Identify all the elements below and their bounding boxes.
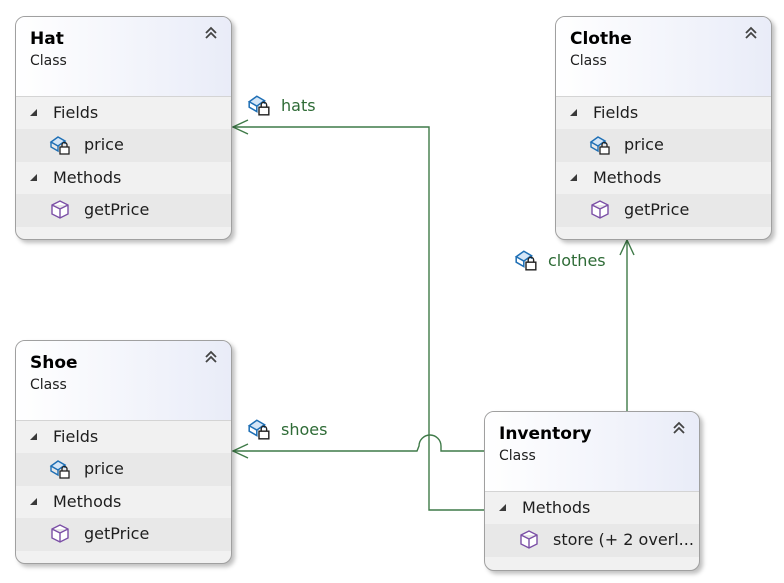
method-cube-icon [51,524,69,543]
section-label: Methods [593,168,662,187]
method-item[interactable]: getPrice [556,194,771,227]
hats-arrowhead [231,119,249,135]
class-stereotype: Class [30,53,67,69]
collapse-icon[interactable] [203,349,219,365]
class-inventory[interactable]: Inventory Class Methods store (+ 2 overl… [484,411,700,571]
class-name: Hat [30,29,64,49]
fields-section[interactable]: Fields [16,421,231,453]
method-cube-icon [520,530,538,549]
field-lock-icon [514,250,537,271]
field-name: price [84,459,124,478]
expand-triangle-icon [570,109,577,116]
expand-triangle-icon [30,174,37,181]
fields-section[interactable]: Fields [16,97,231,129]
field-lock-icon [49,136,70,155]
class-stereotype: Class [30,377,67,393]
field-lock-icon [589,136,610,155]
class-header: Inventory Class [485,412,699,492]
field-lock-icon [49,460,70,479]
association-label: hats [281,96,316,115]
method-cube-icon [51,200,69,219]
method-item[interactable]: store (+ 2 overl... [485,524,699,557]
section-label: Fields [53,427,99,446]
class-clothe[interactable]: Clothe Class Fields price Methods getPri… [555,16,772,240]
field-lock-icon [247,95,270,116]
expand-triangle-icon [30,109,37,116]
expand-triangle-icon [570,174,577,181]
class-name: Shoe [30,353,78,373]
section-label: Methods [522,498,591,517]
collapse-icon[interactable] [743,25,759,41]
method-cube-icon [591,200,609,219]
hats-connector [233,126,484,511]
field-item[interactable]: price [16,453,231,486]
expand-triangle-icon [30,498,37,505]
expand-triangle-icon [30,433,37,440]
class-header: Shoe Class [16,341,231,421]
shoes-arrowhead [231,443,249,459]
collapse-icon[interactable] [671,420,687,436]
fields-section[interactable]: Fields [556,97,771,129]
section-label: Methods [53,168,122,187]
section-label: Fields [53,103,99,122]
methods-section[interactable]: Methods [556,162,771,194]
field-lock-icon [247,419,270,440]
method-name: getPrice [84,524,150,543]
class-header: Clothe Class [556,17,771,97]
class-stereotype: Class [499,448,536,464]
methods-section[interactable]: Methods [16,486,231,518]
methods-section[interactable]: Methods [16,162,231,194]
clothes-arrowhead [619,238,635,256]
expand-triangle-icon [499,504,506,511]
class-shoe[interactable]: Shoe Class Fields price Methods getPrice [15,340,232,564]
class-header: Hat Class [16,17,231,97]
class-hat[interactable]: Hat Class Fields price Methods getPrice [15,16,232,240]
class-stereotype: Class [570,53,607,69]
section-label: Methods [53,492,122,511]
method-name: getPrice [84,200,150,219]
class-name: Inventory [499,424,592,444]
field-item[interactable]: price [16,129,231,162]
method-item[interactable]: getPrice [16,518,231,551]
method-name: getPrice [624,200,690,219]
shoes-connector [233,434,484,452]
section-label: Fields [593,103,639,122]
association-label: shoes [281,420,328,439]
field-name: price [624,135,664,154]
collapse-icon[interactable] [203,25,219,41]
field-item[interactable]: price [556,129,771,162]
class-name: Clothe [570,29,632,49]
method-item[interactable]: getPrice [16,194,231,227]
field-name: price [84,135,124,154]
methods-section[interactable]: Methods [485,492,699,524]
association-label: clothes [548,251,606,270]
method-name: store (+ 2 overl... [553,530,694,549]
